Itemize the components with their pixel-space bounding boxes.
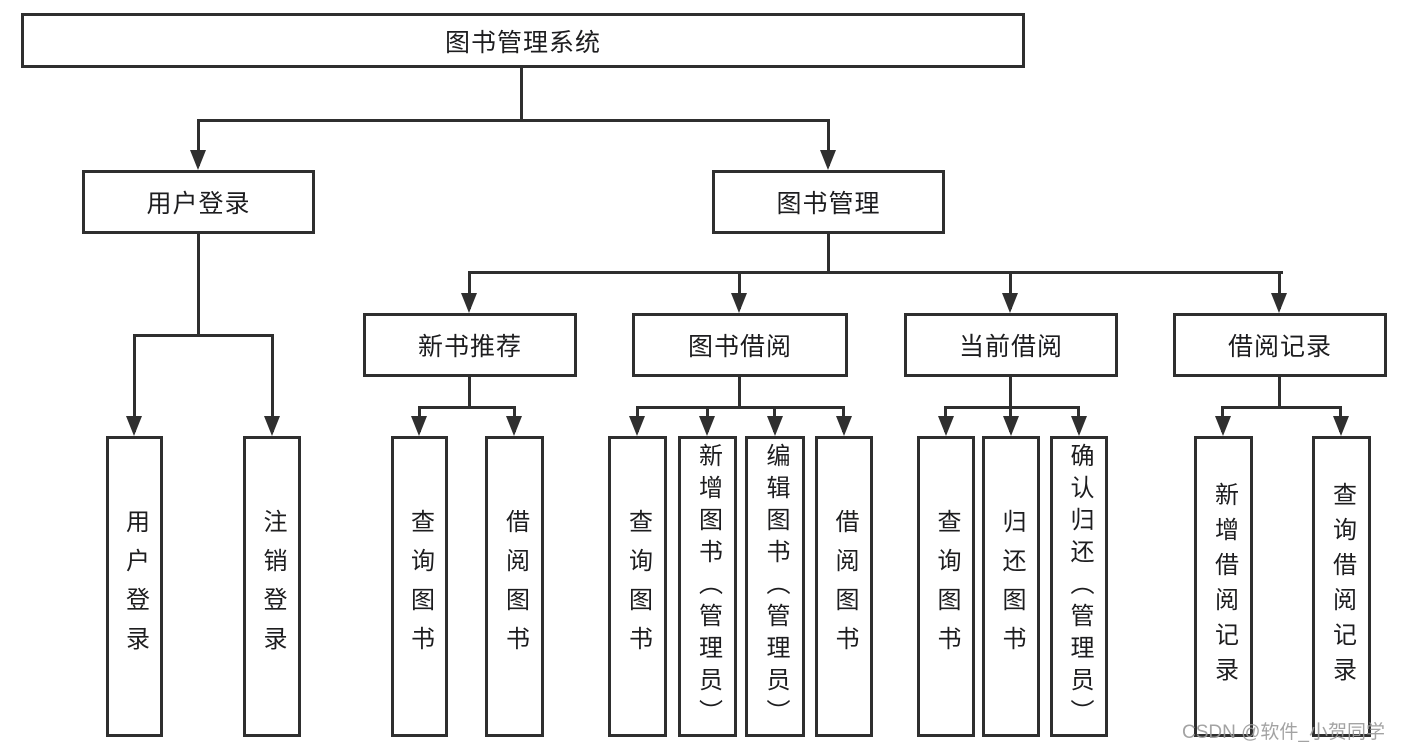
connector-line (1278, 271, 1281, 309)
leaf-label: 查询图书 (406, 508, 434, 665)
connector-line (1009, 271, 1012, 309)
arrow-down-icon (938, 416, 954, 436)
leaf-edit-books-admin: 编辑图书（管理员） (745, 436, 805, 737)
connector-line (636, 406, 845, 409)
leaf-label: 查询图书 (933, 508, 960, 665)
arrow-down-icon (629, 416, 645, 436)
leaf-borrow-books-recommend: 借阅图书 (485, 436, 544, 737)
leaf-label: 查询借阅记录 (1328, 481, 1356, 692)
connector-line (197, 119, 200, 166)
leaf-label: 借阅图书 (501, 508, 529, 665)
connector-line (827, 119, 830, 166)
node-book-management: 图书管理 (712, 170, 945, 234)
connector-line (1221, 406, 1342, 409)
arrow-down-icon (731, 293, 747, 313)
leaf-label: 新增图书（管理员） (694, 442, 722, 731)
leaf-label: 归还图书 (998, 508, 1025, 665)
node-root-system: 图书管理系统 (21, 13, 1025, 68)
connector-line (133, 334, 136, 432)
node-label: 图书借阅 (687, 333, 792, 361)
arrow-down-icon (264, 416, 280, 436)
connector-line (468, 271, 471, 309)
node-label: 图书管理 (776, 190, 881, 218)
arrow-down-icon (1002, 293, 1018, 313)
leaf-add-books-admin: 新增图书（管理员） (678, 436, 737, 737)
connector-line (1009, 377, 1012, 406)
arrow-down-icon (1333, 416, 1349, 436)
arrow-down-icon (1071, 416, 1087, 436)
node-label: 借阅记录 (1227, 333, 1332, 361)
leaf-query-borrow-record: 查询借阅记录 (1312, 436, 1371, 737)
node-book-borrow: 图书借阅 (632, 313, 848, 377)
connector-line (197, 234, 200, 334)
connector-line (738, 377, 741, 406)
arrow-down-icon (126, 416, 142, 436)
leaf-label: 确认归还（管理员） (1066, 442, 1093, 731)
connector-line (1278, 377, 1281, 406)
leaf-label: 注销登录 (259, 508, 286, 665)
arrow-down-icon (1271, 293, 1287, 313)
node-user-login: 用户登录 (82, 170, 315, 234)
connector-line (271, 334, 274, 432)
leaf-label: 新增借阅记录 (1210, 481, 1238, 692)
connector-line (520, 68, 523, 119)
leaf-label: 用户登录 (121, 508, 149, 665)
leaf-label: 查询图书 (624, 508, 652, 665)
watermark: CSDN @软件_小贺同学 (1182, 722, 1385, 743)
leaf-add-borrow-record: 新增借阅记录 (1194, 436, 1253, 737)
connector-line (133, 334, 274, 337)
leaf-return-books: 归还图书 (982, 436, 1040, 737)
leaf-query-books-recommend: 查询图书 (391, 436, 448, 737)
arrow-down-icon (836, 416, 852, 436)
leaf-label: 借阅图书 (831, 508, 858, 665)
node-new-book-recommend: 新书推荐 (363, 313, 577, 377)
connector-line (197, 119, 830, 122)
arrow-down-icon (699, 416, 715, 436)
leaf-borrow-books: 借阅图书 (815, 436, 873, 737)
node-borrow-records: 借阅记录 (1173, 313, 1387, 377)
node-label: 新书推荐 (417, 333, 522, 361)
node-label: 图书管理系统 (444, 28, 601, 57)
connector-line (738, 271, 741, 309)
node-label: 用户登录 (146, 190, 251, 218)
leaf-logout-login: 注销登录 (243, 436, 301, 737)
connector-line (468, 377, 471, 406)
arrow-down-icon (767, 416, 783, 436)
node-current-borrow: 当前借阅 (904, 313, 1118, 377)
leaf-query-books-current: 查询图书 (917, 436, 975, 737)
arrow-down-icon (1003, 416, 1019, 436)
leaf-confirm-return-admin: 确认归还（管理员） (1050, 436, 1108, 737)
connector-line (418, 406, 516, 409)
arrow-down-icon (411, 416, 427, 436)
connector-line (468, 271, 1283, 274)
connector-line (944, 406, 1080, 409)
node-label: 当前借阅 (958, 333, 1063, 361)
arrow-down-icon (1215, 416, 1231, 436)
arrow-down-icon (506, 416, 522, 436)
leaf-query-books-borrow: 查询图书 (608, 436, 667, 737)
arrow-down-icon (190, 150, 206, 170)
arrow-down-icon (461, 293, 477, 313)
arrow-down-icon (820, 150, 836, 170)
leaf-user-login: 用户登录 (106, 436, 163, 737)
leaf-label: 编辑图书（管理员） (762, 442, 789, 731)
connector-line (827, 234, 830, 271)
